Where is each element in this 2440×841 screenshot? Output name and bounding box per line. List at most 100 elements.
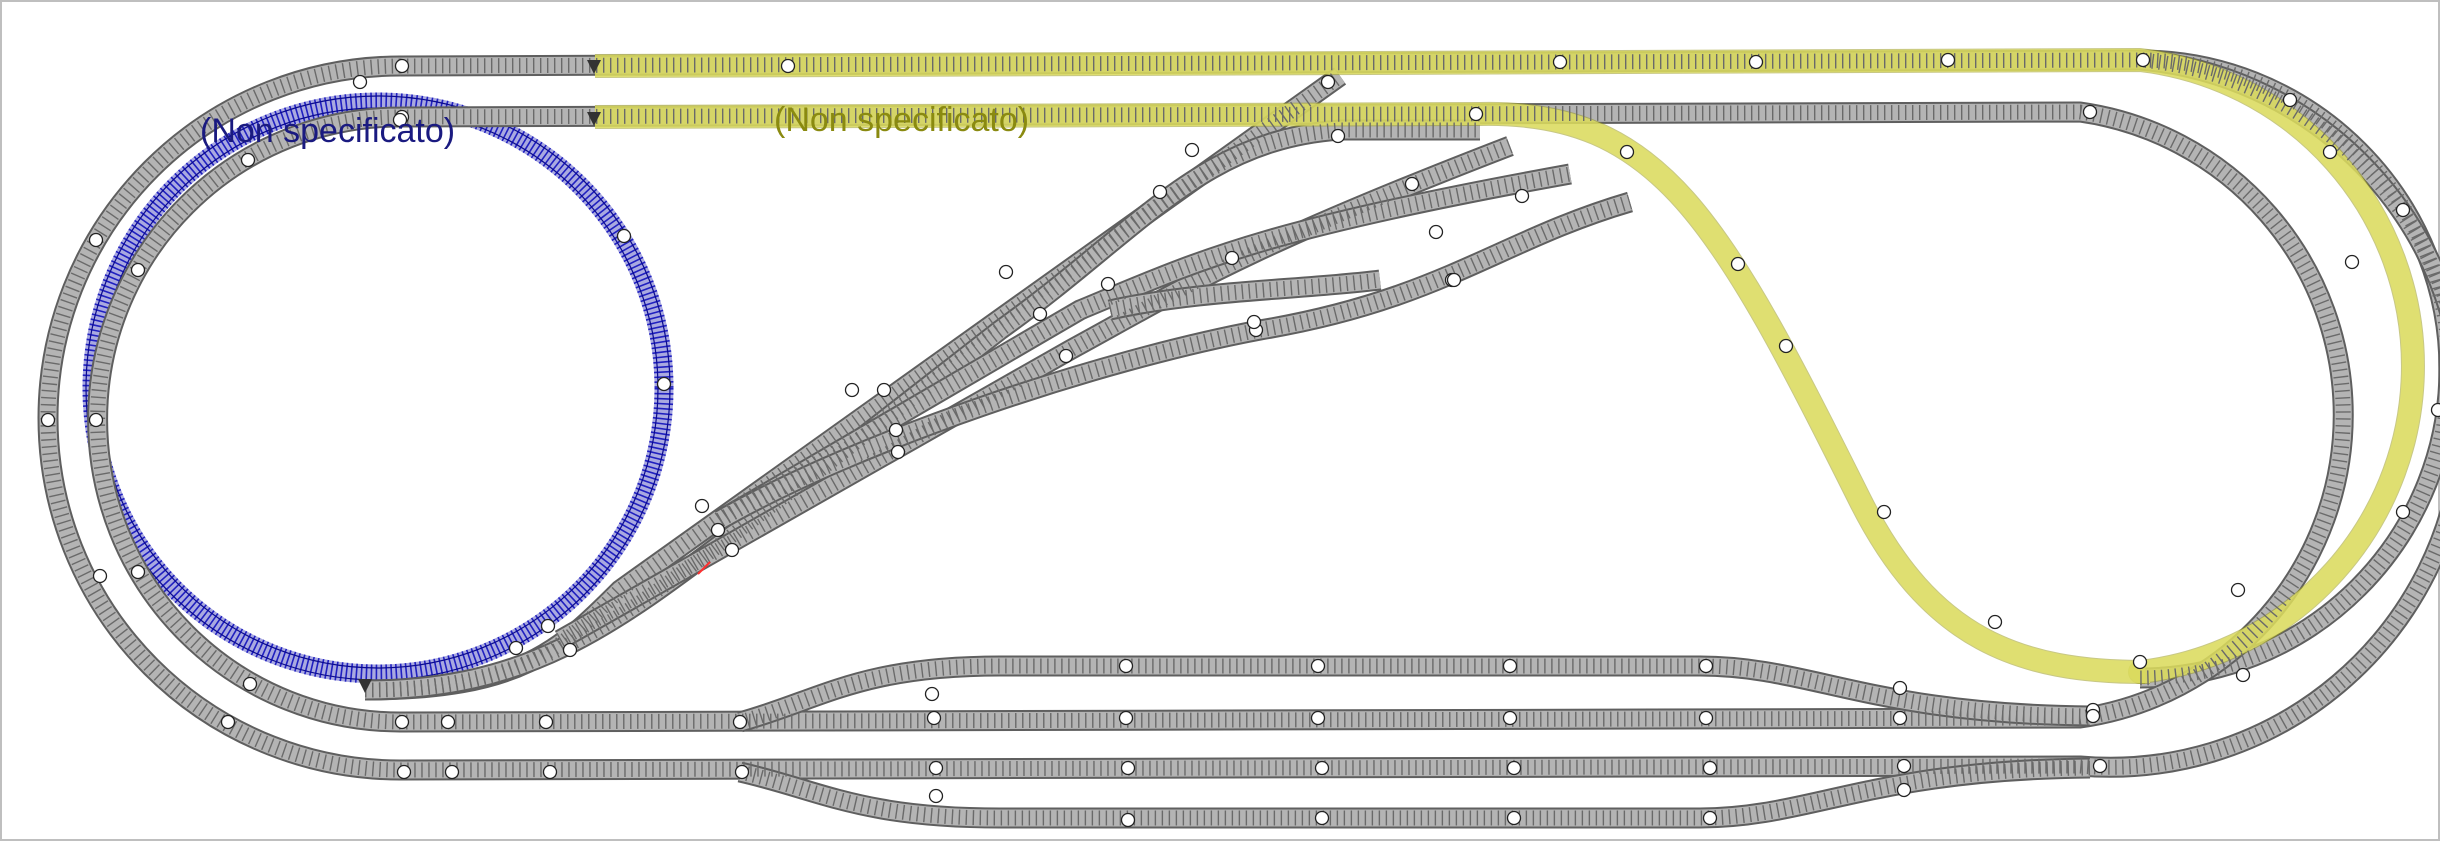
track-joint [876, 382, 892, 398]
track-network[interactable] [37, 49, 2440, 829]
track-joint [1698, 710, 1714, 726]
track-joint [542, 764, 558, 780]
track-joint [616, 228, 632, 244]
track-joint [1120, 812, 1136, 828]
track-joint [562, 642, 578, 658]
track-joint [1876, 504, 1892, 520]
track-outline [87, 101, 2354, 733]
track-joint [2230, 582, 2246, 598]
track-ties [716, 166, 1572, 527]
track-joint [394, 58, 410, 74]
red-marker [697, 561, 711, 575]
track-joint [444, 764, 460, 780]
track-joint [130, 564, 146, 580]
track-joint [1892, 680, 1908, 696]
track-joint [710, 522, 726, 538]
track-joint [1446, 272, 1462, 288]
track-joint [2430, 402, 2440, 418]
track-joint [888, 422, 904, 438]
track-joint [1778, 338, 1794, 354]
direction-triangle-icon [587, 60, 601, 74]
track-joint [732, 714, 748, 730]
track-joint [1118, 658, 1134, 674]
track-joint [1310, 658, 1326, 674]
track-joint [928, 788, 944, 804]
track-bed [399, 51, 2440, 687]
track-joint [2132, 654, 2148, 670]
track-joint [1896, 782, 1912, 798]
track-joint [1330, 128, 1346, 144]
track-joint [656, 376, 672, 392]
track-joint [1320, 74, 1336, 90]
track-ties [738, 658, 2091, 730]
track-bed [89, 103, 2352, 731]
track-joint [1314, 810, 1330, 826]
track-joint [1120, 760, 1136, 776]
track-joint [2395, 202, 2411, 218]
track-joint [92, 568, 108, 584]
track-joint [998, 264, 1014, 280]
track-joint [780, 58, 796, 74]
track-joint [538, 714, 554, 730]
direction-markers [358, 60, 601, 693]
track-ties [90, 104, 2351, 730]
track-joint [1404, 176, 1420, 192]
track-joint [2235, 667, 2251, 683]
track-joint [734, 764, 750, 780]
track-joint [2085, 708, 2101, 724]
track-joint [2395, 504, 2411, 520]
track-segment[interactable] [87, 101, 2354, 733]
track-joint [1032, 306, 1048, 322]
track-joint [88, 232, 104, 248]
track-joint [2322, 144, 2338, 160]
track-joint [540, 618, 556, 634]
blue-circuit-label[interactable]: (Non specificato) [200, 112, 455, 150]
track-joint [1748, 54, 1764, 70]
track-joint [1506, 760, 1522, 776]
track-joint [240, 152, 256, 168]
track-joint [2082, 104, 2098, 120]
track-joint [926, 710, 942, 726]
track-ties [399, 52, 2440, 686]
track-joint [1502, 658, 1518, 674]
track-joint [1428, 224, 1444, 240]
track-ties [364, 122, 1480, 698]
track-joint [1552, 54, 1568, 70]
yellow-route-s-curve [594, 102, 2146, 683]
track-joint [88, 412, 104, 428]
track-joint [1224, 250, 1240, 266]
track-joint [220, 714, 236, 730]
track-joint [396, 764, 412, 780]
track-joint [392, 112, 408, 128]
track-joint [1619, 144, 1635, 160]
track-joint [1940, 52, 1956, 68]
track-joint [40, 412, 56, 428]
track-joint [844, 382, 860, 398]
track-joint [1987, 614, 2003, 630]
blue-ring-base [82, 92, 674, 684]
track-joint [1502, 710, 1518, 726]
track-joint [1514, 188, 1530, 204]
track-joint [2092, 758, 2108, 774]
track-outline [399, 49, 2440, 689]
track-joint [2344, 254, 2360, 270]
track-joint [352, 74, 368, 90]
blue-helix-circuit[interactable] [82, 92, 674, 684]
track-joint [1152, 184, 1168, 200]
track-joint [394, 714, 410, 730]
track-joint [1892, 710, 1908, 726]
track-joint [694, 498, 710, 514]
track-joint [2282, 92, 2298, 108]
track-joint [1468, 106, 1484, 122]
track-joint [1702, 760, 1718, 776]
direction-triangle-icon [587, 112, 601, 126]
track-segment[interactable] [399, 49, 2440, 689]
track-joint [1058, 348, 1074, 364]
track-joint [1100, 276, 1116, 292]
track-ties [716, 194, 1633, 527]
track-joint [242, 676, 258, 692]
yellow-route-label[interactable]: (Non specificato) [774, 101, 1029, 139]
track-joint [1896, 758, 1912, 774]
track-joint [1698, 658, 1714, 674]
